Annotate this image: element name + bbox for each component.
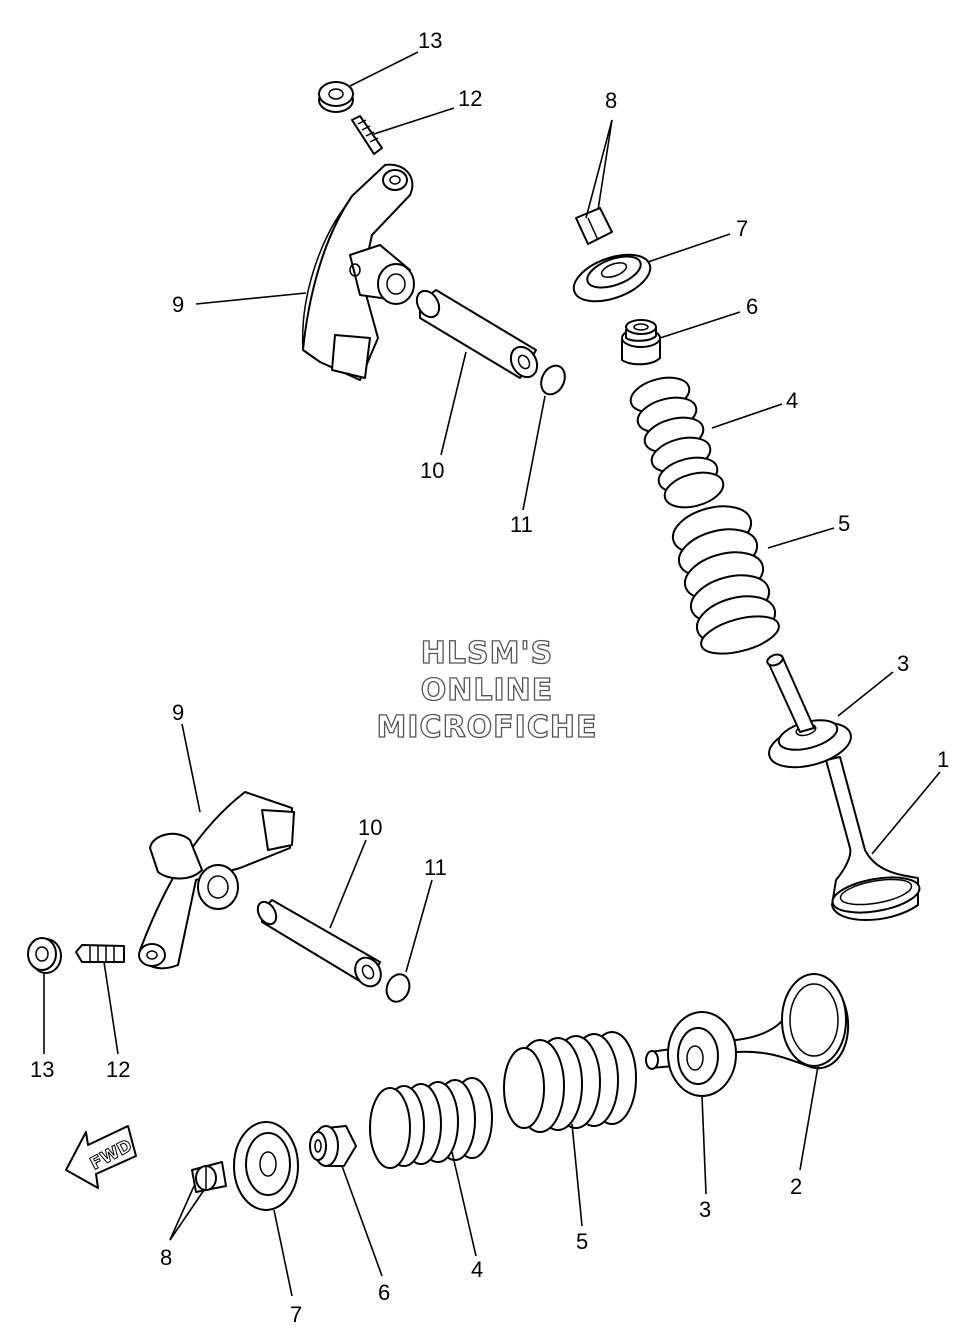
spring-seat-part-top bbox=[768, 719, 852, 769]
callout-3-top: 3 bbox=[897, 651, 909, 676]
valve-stem-seal-part-bottom bbox=[309, 1125, 357, 1167]
callout-12-top: 12 bbox=[458, 86, 482, 111]
callout-9-top: 9 bbox=[172, 292, 184, 317]
inner-valve-spring-part-bottom bbox=[369, 1077, 493, 1169]
callout-11-bottom: 11 bbox=[424, 855, 447, 880]
outer-valve-spring-part-bottom bbox=[503, 1031, 637, 1133]
nut-part-bottom bbox=[27, 937, 62, 974]
adjusting-screw-part-bottom bbox=[75, 944, 125, 963]
callout-11-top: 11 bbox=[510, 512, 533, 537]
leader-lines bbox=[43, 51, 941, 1297]
valve-stem-part-top bbox=[766, 653, 815, 733]
callout-numbers: 13 12 9 10 11 8 7 6 4 5 3 1 9 10 11 13 1… bbox=[30, 28, 949, 1327]
o-ring-part-top bbox=[540, 364, 566, 396]
callout-6-top: 6 bbox=[746, 294, 758, 319]
valve-cotter-part-bottom bbox=[191, 1161, 227, 1193]
callout-9-bottom: 9 bbox=[172, 700, 184, 725]
callout-4-top: 4 bbox=[786, 388, 798, 413]
watermark-line-2: ONLINE bbox=[421, 673, 554, 708]
rocker-arm-part-top bbox=[301, 163, 415, 381]
callout-13-bottom: 13 bbox=[30, 1057, 54, 1082]
o-ring-part-bottom bbox=[385, 973, 411, 1003]
watermark: HLSM'S ONLINE MICROFICHE bbox=[376, 635, 598, 745]
callout-7-bottom: 7 bbox=[290, 1302, 302, 1327]
outer-valve-spring-part-top bbox=[671, 505, 780, 655]
callout-5-top: 5 bbox=[838, 511, 850, 536]
callout-1-top: 1 bbox=[937, 747, 949, 772]
inner-valve-spring-part-top bbox=[629, 376, 725, 509]
valve-cotter-part-top bbox=[575, 207, 613, 245]
watermark-line-3: MICROFICHE bbox=[377, 710, 598, 745]
watermark-line-1: HLSM'S bbox=[421, 636, 553, 671]
callout-8-top: 8 bbox=[605, 88, 617, 113]
exhaust-valve-part-top bbox=[825, 756, 921, 921]
callout-10-top: 10 bbox=[420, 458, 444, 483]
forward-direction-arrow: FWD bbox=[65, 1125, 137, 1189]
callout-8-bottom: 8 bbox=[160, 1245, 172, 1270]
callout-12-bottom: 12 bbox=[106, 1057, 130, 1082]
rocker-shaft-part-bottom bbox=[256, 899, 382, 988]
rocker-arm-part-bottom bbox=[138, 791, 295, 970]
rocker-shaft-part-top bbox=[415, 289, 539, 379]
callout-7-top: 7 bbox=[736, 216, 748, 241]
callout-13-top: 13 bbox=[418, 28, 442, 53]
callout-5-bottom: 5 bbox=[576, 1229, 588, 1254]
adjusting-screw-part-top bbox=[351, 115, 383, 155]
spring-retainer-part-top bbox=[572, 253, 652, 303]
callout-10-bottom: 10 bbox=[358, 815, 382, 840]
callout-6-bottom: 6 bbox=[378, 1280, 390, 1305]
callout-3-bottom: 3 bbox=[699, 1197, 711, 1222]
valve-stem-seal-part-top bbox=[621, 319, 661, 366]
callout-4-bottom: 4 bbox=[471, 1257, 483, 1282]
spring-seat-part-bottom bbox=[667, 1011, 737, 1097]
callout-2-bottom: 2 bbox=[790, 1174, 802, 1199]
spring-retainer-part-bottom bbox=[233, 1121, 299, 1211]
nut-part-top bbox=[318, 81, 354, 113]
